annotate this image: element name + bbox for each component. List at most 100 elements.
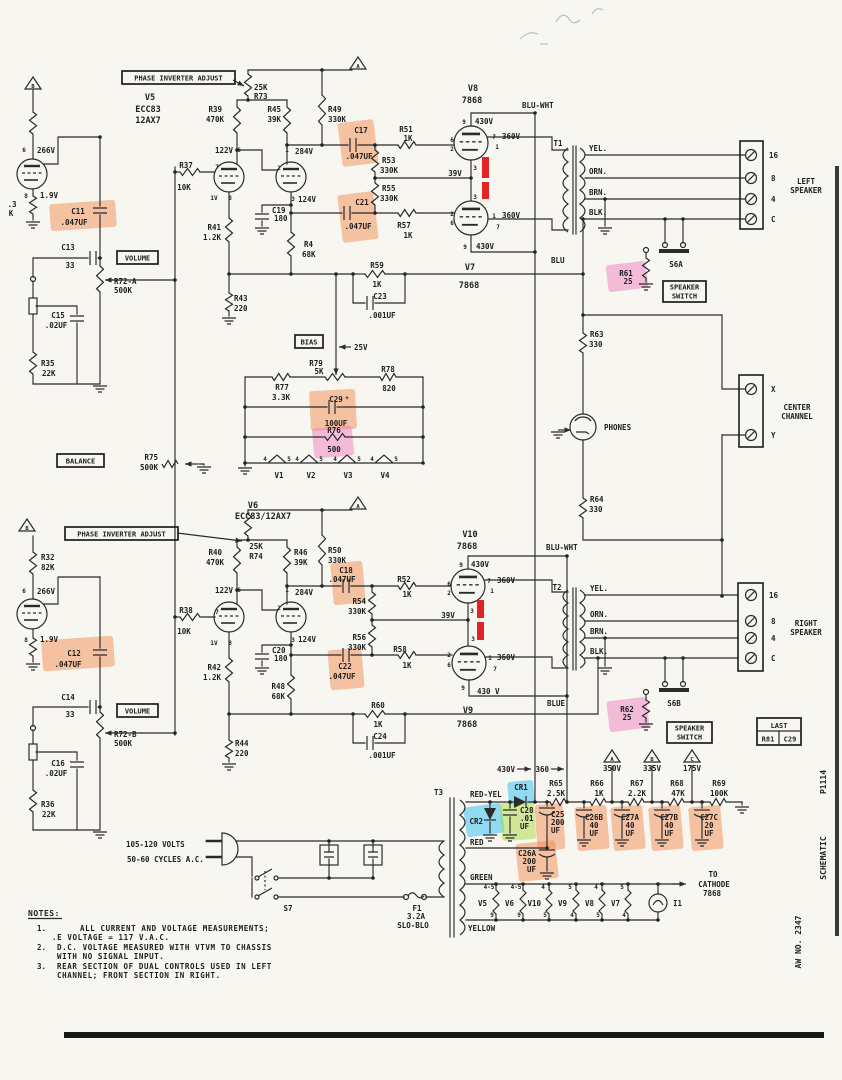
schematic-label: V6 xyxy=(505,899,515,908)
schematic-label: 39V xyxy=(448,169,462,178)
capacitor xyxy=(342,579,350,593)
schematic-label: R45 xyxy=(267,105,281,114)
schematic-label: 40 xyxy=(625,821,635,830)
schematic-label: .047UF xyxy=(328,575,356,584)
capacitor xyxy=(89,251,97,265)
last-reference-box xyxy=(757,730,801,745)
highlight-pink xyxy=(605,261,649,292)
pencil-scribbles xyxy=(519,8,604,45)
junction-dot xyxy=(320,508,324,512)
schematic-label: 1.9V xyxy=(40,635,59,644)
capacitor xyxy=(255,653,269,660)
tube-elements xyxy=(455,575,481,595)
arrow-head xyxy=(237,80,244,86)
schematic-label: YEL. xyxy=(589,144,607,153)
junction-dot xyxy=(421,435,425,439)
junction-dot xyxy=(600,918,604,922)
junction-dot xyxy=(373,176,377,180)
schematic-label: P1114 xyxy=(819,770,828,794)
schematic-label: R37 xyxy=(179,161,193,170)
junction-dot xyxy=(720,538,724,542)
screw-terminal xyxy=(746,173,756,183)
schematic-label: R51 xyxy=(399,125,413,134)
reference-triangle-a xyxy=(348,495,368,510)
screw-terminal xyxy=(746,590,756,600)
schematic-label: R42 xyxy=(207,663,221,672)
junction-dot xyxy=(285,143,289,147)
junction-dot xyxy=(351,272,355,276)
schematic-label: UF xyxy=(527,865,537,874)
resistor xyxy=(286,674,296,700)
speaker-shorting-strap-s6b xyxy=(659,680,689,692)
schematic-label: 39K xyxy=(294,558,308,567)
screw-terminal xyxy=(744,212,758,226)
resistor xyxy=(271,372,291,382)
label-box xyxy=(64,526,179,541)
schematic-label: 3 xyxy=(291,196,295,203)
heater-symbol xyxy=(519,889,527,915)
schematic-label: R36 xyxy=(41,800,55,809)
ground-symbol xyxy=(639,723,653,731)
junction-dot xyxy=(488,800,492,804)
resistor xyxy=(224,657,234,683)
schematic-label: 266V xyxy=(37,146,56,155)
wire xyxy=(261,204,292,213)
schematic-label: 122V xyxy=(215,146,234,155)
junction-dot xyxy=(235,588,239,592)
resistor xyxy=(709,797,727,807)
schematic-label: 5 xyxy=(319,456,323,463)
capacitor xyxy=(575,813,593,818)
wire xyxy=(582,314,746,390)
tube-elements xyxy=(458,207,484,227)
scan-edges xyxy=(64,166,839,1038)
schematic-label: 7 xyxy=(492,134,496,141)
heater-symbol xyxy=(337,454,357,464)
vacuum-tube xyxy=(453,200,489,236)
junction-dot xyxy=(373,211,377,215)
note-number: 3. xyxy=(37,962,46,971)
transformer-coil xyxy=(459,799,466,936)
junction-dot xyxy=(370,584,374,588)
triangle-letter: A xyxy=(356,504,360,510)
junction-dot xyxy=(603,197,607,201)
schematic-label: 68K xyxy=(302,250,316,259)
schematic-label: 4 xyxy=(570,912,574,919)
ground-symbol xyxy=(93,385,107,393)
schematic-label: 100UF xyxy=(325,419,348,428)
wire xyxy=(352,713,366,744)
resistor xyxy=(224,292,234,312)
ground-symbol xyxy=(503,834,517,842)
schematic-label: C21 xyxy=(355,198,369,207)
junction-dot xyxy=(246,538,250,542)
schematic-label: 7868 xyxy=(457,542,477,552)
schematic-label: 180 xyxy=(274,214,288,223)
schematic-label: UF xyxy=(664,829,674,838)
junction-dot xyxy=(521,882,525,886)
speaker-shorting-strap-s6a xyxy=(659,241,689,253)
schematic-label: 7 xyxy=(496,224,500,231)
resistor xyxy=(370,149,380,173)
last-cell: C29 xyxy=(784,736,797,744)
vacuum-tube xyxy=(213,161,245,193)
schematic-label: 25K xyxy=(254,83,268,92)
reference-triangle-a xyxy=(348,55,368,70)
schematic-label: R38 xyxy=(179,606,193,615)
capacitor xyxy=(538,853,556,858)
schematic-label: V10 xyxy=(527,899,541,908)
junction-dot xyxy=(421,405,425,409)
box-label: VOLUME xyxy=(125,254,150,262)
schematic-label: V4 xyxy=(380,471,390,480)
schematic-label: C23 xyxy=(373,292,387,301)
capacitor xyxy=(70,761,84,768)
wire xyxy=(32,257,89,278)
vacuum-tube xyxy=(275,601,307,633)
schematic-label: RIGHT xyxy=(795,619,818,628)
terminal xyxy=(29,275,37,283)
schematic-label: T2 xyxy=(552,583,561,592)
junction-dot xyxy=(98,256,102,260)
schematic-label: 3.2A xyxy=(407,912,426,921)
schematic-label: 4-5 xyxy=(511,884,522,891)
schematic-label: C26B xyxy=(585,813,604,822)
resistor xyxy=(627,797,645,807)
schematic-label: 2 xyxy=(447,652,451,659)
